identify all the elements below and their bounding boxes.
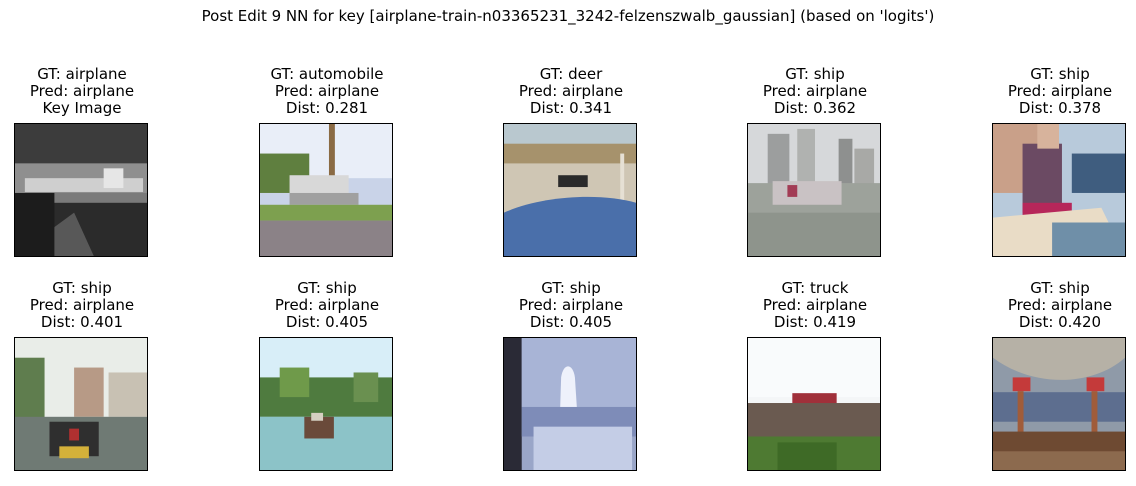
panel-5: GT: ship Pred: airplane Dist: 0.401 <box>0 280 182 480</box>
panel-1: GT: automobile Pred: airplane Dist: 0.28… <box>227 66 427 266</box>
boat-by-city-icon <box>747 123 881 257</box>
ship-with-cranes-icon <box>992 337 1126 471</box>
panel-extra-label: Dist: 0.420 <box>1018 313 1102 331</box>
boat-in-harbor-icon <box>14 337 148 471</box>
water-spray-icon <box>503 337 637 471</box>
panel-gt-label: GT: ship <box>297 279 357 297</box>
panel-9: GT: ship Pred: airplane Dist: 0.420 <box>960 280 1136 480</box>
panel-gt-label: GT: ship <box>52 279 112 297</box>
panel-pred-label: Pred: airplane <box>29 296 135 314</box>
panel-gt-label: GT: ship <box>541 279 601 297</box>
panel-extra-label: Key Image <box>42 99 122 117</box>
panel-gt-label: GT: deer <box>539 65 603 83</box>
panel-pred-label: Pred: airplane <box>274 296 380 314</box>
panel-gt-label: GT: truck <box>781 279 849 297</box>
panel-pred-label: Pred: airplane <box>518 296 624 314</box>
panel-gt-label: GT: ship <box>1030 279 1090 297</box>
panel-extra-label: Dist: 0.405 <box>529 313 613 331</box>
panel-gt-label: GT: airplane <box>37 65 127 83</box>
panel-4: GT: ship Pred: airplane Dist: 0.378 <box>960 66 1136 266</box>
panel-extra-label: Dist: 0.341 <box>529 99 613 117</box>
panel-gt-label: GT: automobile <box>270 65 384 83</box>
panel-pred-label: Pred: airplane <box>762 82 868 100</box>
panel-3: GT: ship Pred: airplane Dist: 0.362 <box>715 66 915 266</box>
car-on-road-icon <box>259 123 393 257</box>
panel-extra-label: Dist: 0.281 <box>285 99 369 117</box>
beach-with-pool-icon <box>503 123 637 257</box>
panel-extra-label: Dist: 0.401 <box>40 313 124 331</box>
panel-pred-label: Pred: airplane <box>762 296 868 314</box>
panel-7: GT: ship Pred: airplane Dist: 0.405 <box>471 280 671 480</box>
panel-pred-label: Pred: airplane <box>29 82 135 100</box>
panel-gt-label: GT: ship <box>785 65 845 83</box>
panel-extra-label: Dist: 0.419 <box>773 313 857 331</box>
panel-pred-label: Pred: airplane <box>274 82 380 100</box>
panel-0: GT: airplane Pred: airplane Key Image <box>0 66 182 266</box>
panel-pred-label: Pred: airplane <box>1007 296 1113 314</box>
panel-extra-label: Dist: 0.378 <box>1018 99 1102 117</box>
panel-extra-label: Dist: 0.405 <box>285 313 369 331</box>
panel-2: GT: deer Pred: airplane Dist: 0.341 <box>471 66 671 266</box>
grayscale-airplane-icon <box>14 123 148 257</box>
truck-on-field-icon <box>747 337 881 471</box>
panel-8: GT: truck Pred: airplane Dist: 0.419 <box>715 280 915 480</box>
boat-on-river-icon <box>259 337 393 471</box>
person-on-boat-icon <box>992 123 1126 257</box>
panel-pred-label: Pred: airplane <box>518 82 624 100</box>
panel-6: GT: ship Pred: airplane Dist: 0.405 <box>227 280 427 480</box>
panel-gt-label: GT: ship <box>1030 65 1090 83</box>
panel-extra-label: Dist: 0.362 <box>773 99 857 117</box>
panel-pred-label: Pred: airplane <box>1007 82 1113 100</box>
figure-title: Post Edit 9 NN for key [airplane-train-n… <box>201 7 935 25</box>
